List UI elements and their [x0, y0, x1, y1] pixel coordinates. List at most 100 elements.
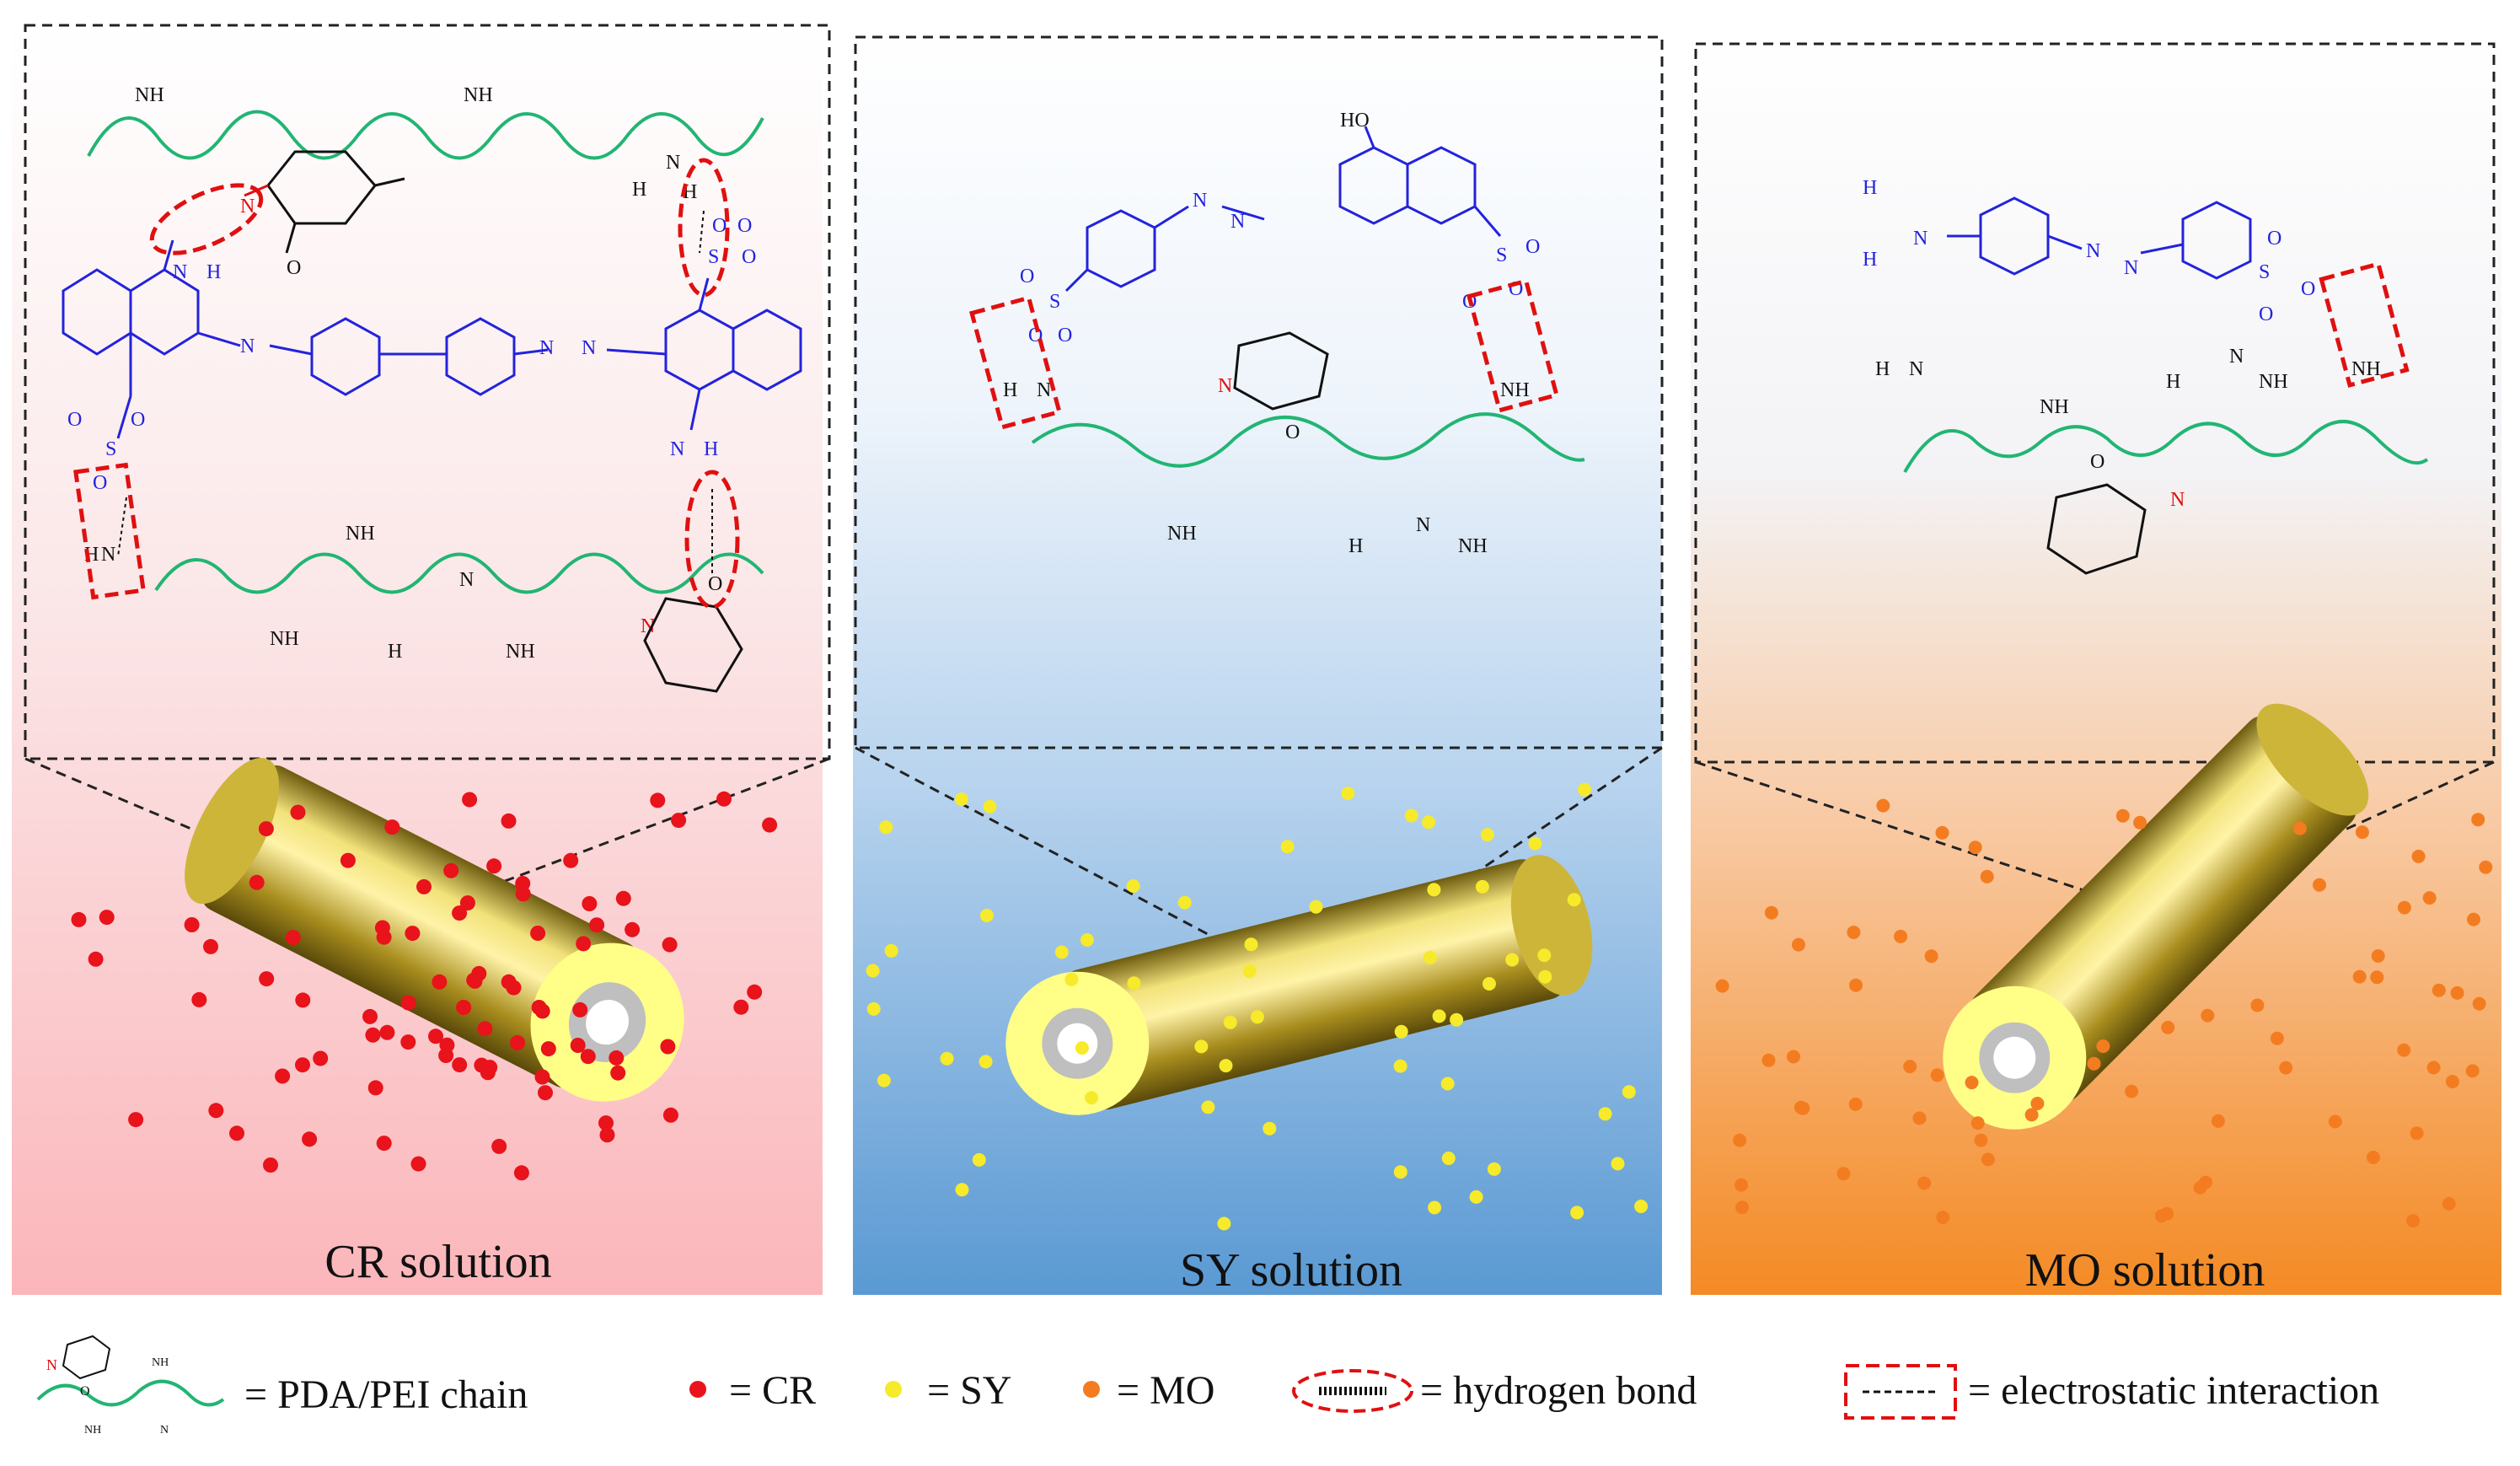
- dye-molecule-dot: [428, 1028, 443, 1044]
- dye-molecule-dot: [866, 1001, 881, 1016]
- dye-molecule-dot: [762, 817, 778, 833]
- svg-text:N: N: [1037, 379, 1051, 401]
- dye-molecule-dot: [598, 1115, 614, 1131]
- dye-molecule-dot: [2442, 1196, 2456, 1211]
- dye-molecule-dot: [1793, 1100, 1808, 1114]
- svg-text:H: H: [704, 438, 718, 460]
- dye-molecule-dot: [467, 973, 483, 989]
- dye-molecule-dot: [258, 821, 274, 837]
- dye-molecule-dot: [1223, 1015, 1237, 1029]
- dye-molecule-dot: [2328, 1114, 2342, 1129]
- dye-molecule-dot: [1912, 1111, 1927, 1125]
- sy-solution-label: SY solution: [1180, 1244, 1402, 1297]
- dye-molecule-dot: [1393, 1165, 1407, 1179]
- dye-molecule-dot: [295, 992, 311, 1008]
- dye-molecule-dot: [1404, 808, 1418, 823]
- dye-molecule-dot: [1970, 1116, 1985, 1130]
- dye-molecule-dot: [1423, 950, 1437, 964]
- sy-panel-background: [853, 25, 1662, 1295]
- dye-molecule-dot: [2479, 860, 2493, 874]
- dye-molecule-dot: [1537, 948, 1552, 963]
- svg-text:N: N: [459, 569, 474, 591]
- svg-text:S: S: [2259, 261, 2270, 283]
- dye-molecule-dot: [2371, 949, 2385, 963]
- svg-text:O: O: [742, 246, 756, 268]
- svg-text:N: N: [2170, 489, 2185, 511]
- dye-molecule-dot: [1242, 964, 1257, 978]
- dye-molecule-dot: [1440, 1077, 1455, 1091]
- dye-molecule-dot: [410, 1156, 426, 1172]
- dye-molecule-dot: [477, 1021, 493, 1037]
- dye-molecule-dot: [610, 1065, 626, 1081]
- dye-molecule-dot: [416, 878, 432, 894]
- dye-molecule-dot: [1836, 1167, 1851, 1181]
- dye-molecule-dot: [1917, 1176, 1932, 1190]
- mo-tube: [1943, 703, 2369, 1130]
- dye-molecule-dot: [2160, 1206, 2174, 1221]
- dye-molecule-dot: [733, 999, 749, 1015]
- dye-molecule-dot: [1085, 1091, 1099, 1105]
- svg-text:O: O: [737, 215, 752, 237]
- dye-molecule-dot: [443, 862, 459, 878]
- dye-molecule-dot: [1735, 1178, 1749, 1192]
- dye-molecule-dot: [128, 1112, 144, 1128]
- svg-text:O: O: [287, 257, 301, 279]
- dye-molecule-dot: [877, 1073, 891, 1087]
- dye-molecule-dot: [2115, 808, 2130, 823]
- dye-molecule-dot: [2445, 1075, 2459, 1088]
- dye-molecule-dot: [2024, 1108, 2039, 1122]
- dye-molecule-dot: [1393, 1059, 1407, 1073]
- dye-molecule-dot: [2201, 1008, 2215, 1023]
- svg-text:NH: NH: [2259, 371, 2288, 393]
- cr-structure: N N N N H N H S O O O S O O O NH NH N H …: [62, 84, 802, 693]
- dye-molecule-dot: [1974, 1133, 1988, 1147]
- cr-top-chain: [87, 110, 764, 160]
- dye-molecule-dot: [1483, 977, 1496, 991]
- mo-solution-label: MO solution: [2025, 1244, 2265, 1297]
- dye-molecule-dot: [2161, 1020, 2175, 1034]
- dye-molecule-dot: [2397, 900, 2411, 915]
- dye-molecule-dot: [2397, 1043, 2411, 1057]
- svg-text:S: S: [708, 246, 719, 268]
- legend: N O NH NH N = PDA/PEI chain = CR = SY = …: [36, 1334, 2379, 1436]
- svg-text:N: N: [240, 196, 255, 217]
- dye-molecule-dot: [716, 791, 732, 807]
- dye-molecule-dot: [972, 1152, 986, 1167]
- dye-molecule-dot: [1876, 798, 1890, 813]
- legend-electro-label: = electrostatic interaction: [1968, 1368, 2379, 1413]
- svg-text:H: H: [1875, 358, 1890, 380]
- svg-text:NH: NH: [1500, 379, 1530, 401]
- dye-molecule-dot: [365, 1027, 381, 1043]
- dye-molecule-dot: [1611, 1157, 1625, 1171]
- svg-text:N: N: [240, 336, 255, 357]
- dye-molecule-dot: [1080, 933, 1094, 947]
- dye-molecule-dot: [2422, 891, 2437, 905]
- dye-molecule-dot: [302, 1131, 318, 1147]
- dye-molecule-dot: [71, 911, 87, 927]
- svg-text:NH: NH: [135, 84, 164, 106]
- dye-molecule-dot: [1394, 1024, 1408, 1039]
- dye-molecule-dot: [203, 938, 218, 954]
- svg-text:O: O: [1509, 278, 1523, 300]
- dye-molecule-dot: [1427, 883, 1441, 897]
- dye-molecule-dot: [1450, 1012, 1464, 1027]
- svg-text:N: N: [539, 337, 554, 359]
- dye-molecule-dot: [2426, 1061, 2441, 1075]
- dye-molecule-dot: [983, 799, 997, 814]
- dye-molecule-dot: [88, 951, 104, 967]
- svg-text:NH: NH: [1167, 523, 1197, 545]
- dye-molecule-dot: [954, 792, 968, 807]
- dye-molecule-dot: [1341, 787, 1355, 801]
- dye-molecule-dot: [2465, 1064, 2480, 1078]
- mo-panel-background: [1691, 25, 2501, 1295]
- dye-molecule-dot: [530, 926, 546, 941]
- dye-molecule-dot: [1528, 836, 1542, 851]
- dye-molecule-dot: [405, 926, 421, 942]
- dye-molecule-dot: [2133, 815, 2147, 830]
- legend-sy-label: = SY: [927, 1368, 1011, 1413]
- svg-text:H: H: [1348, 535, 1363, 557]
- svg-text:H: H: [632, 179, 646, 201]
- legend-hbond-glyph: [1292, 1369, 1413, 1413]
- cr-bottom-chain: [154, 552, 764, 594]
- svg-text:N: N: [46, 1356, 57, 1373]
